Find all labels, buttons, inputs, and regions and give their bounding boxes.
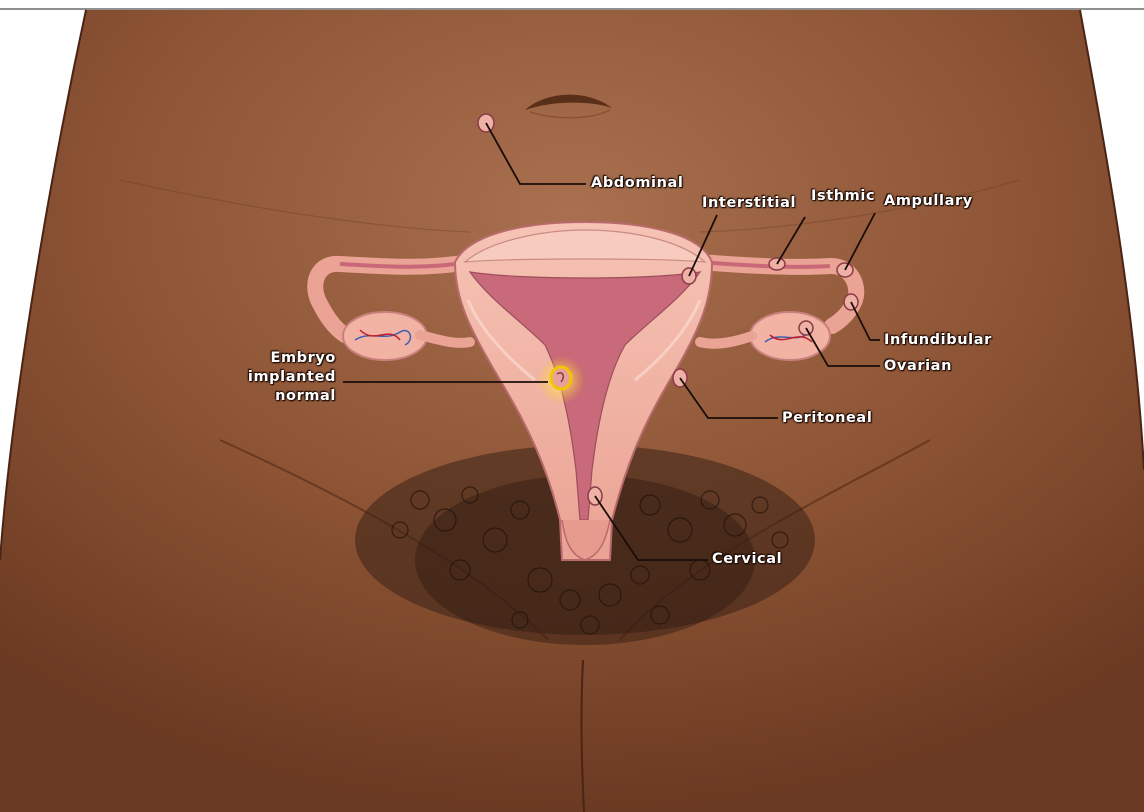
label-interstitial: Interstitial [702,195,796,211]
embryo-label-line2: implanted [230,368,336,387]
label-abdominal: Abdominal [591,175,684,191]
embryo-normal [551,367,571,389]
embryo-label-line1: Embryo [230,349,336,368]
label-ovarian: Ovarian [884,358,952,374]
label-embryo-implanted-normal: Embryo implanted normal [230,349,336,406]
label-isthmic: Isthmic [811,188,875,204]
label-peritoneal: Peritoneal [782,410,872,426]
label-ampullary: Ampullary [884,193,973,209]
label-infundibular: Infundibular [884,332,992,348]
label-cervical: Cervical [712,551,782,567]
embryo-label-line3: normal [230,387,336,406]
